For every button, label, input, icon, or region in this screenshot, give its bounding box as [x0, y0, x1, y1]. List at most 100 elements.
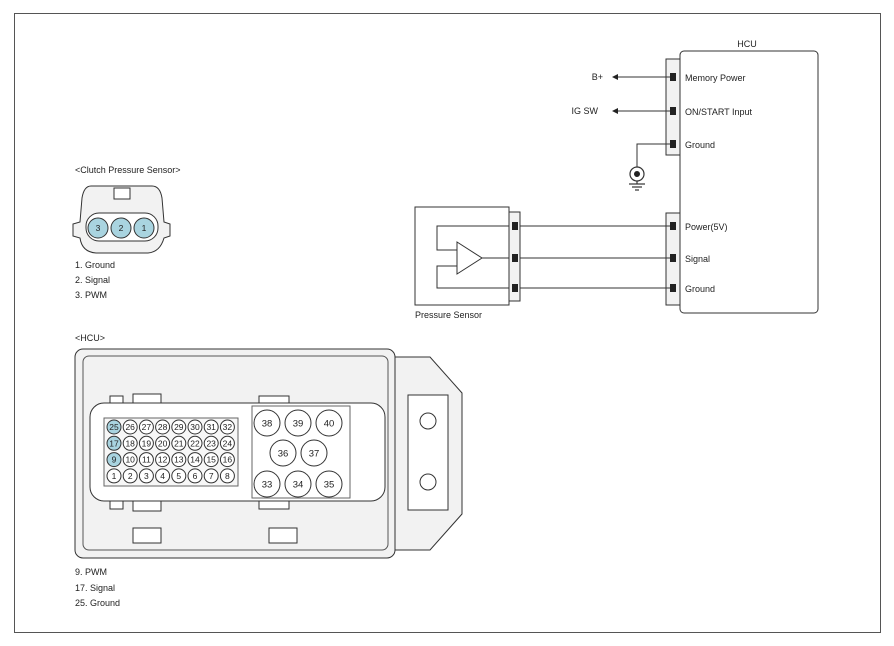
clutch-pin	[110, 217, 132, 239]
housing-rib	[82, 355, 389, 551]
hcu-pin-35	[315, 470, 343, 498]
hcu-pin-marker	[670, 284, 676, 292]
ground-icon	[629, 166, 645, 191]
hcu-mount-plate	[407, 394, 449, 511]
hcu-pin-label-17: 17	[109, 438, 119, 448]
hcu-pin-ground-2: Ground	[685, 284, 715, 294]
hcu-pin-label-21: 21	[174, 438, 184, 448]
hcu-pin-label-24: 24	[223, 438, 233, 448]
hcu-pin-label-7: 7	[209, 471, 214, 481]
hcu-pin-label-20: 20	[158, 438, 168, 448]
hcu-pin-label-9: 9	[112, 455, 117, 465]
sensor-internal-wire	[436, 225, 509, 251]
hcu-schematic: HCU Memory Power ON/START Input Ground P…	[518, 39, 819, 314]
hcu-pin-label-11: 11	[142, 455, 151, 465]
hcu-pin-on-start-input: ON/START Input	[685, 107, 753, 117]
hcu-pin-label-22: 22	[190, 438, 200, 448]
hcu-pin-37	[300, 439, 328, 467]
igsw-label: IG SW	[572, 106, 599, 116]
hcu-pin-11	[138, 452, 154, 468]
hcu-pin-label-18: 18	[125, 438, 135, 448]
hcu-box	[679, 50, 819, 314]
hcu-pin-label-2: 2	[128, 471, 133, 481]
hcu-pin-label-6: 6	[193, 471, 198, 481]
hcu-pin-label-3: 3	[144, 471, 149, 481]
hcu-pin-14	[187, 452, 203, 468]
pressure-sensor-label: Pressure Sensor	[415, 310, 482, 320]
hcu-pin-13	[171, 452, 187, 468]
hcu-pin-39	[284, 409, 312, 437]
hcu-pin-label-26: 26	[125, 422, 135, 432]
hcu-pin-40	[315, 409, 343, 437]
hcu-pin-18	[122, 435, 138, 451]
hcu-pin-ground: Ground	[685, 140, 715, 150]
hcu-pin-16	[219, 452, 235, 468]
hcu-legend-2: 17. Signal	[75, 583, 115, 593]
bottom-tab	[132, 499, 162, 512]
hcu-pin-label-31: 31	[206, 422, 216, 432]
hcu-pin-20	[155, 435, 171, 451]
hcu-pin-marker	[670, 254, 676, 262]
hcu-pin-label-4: 4	[160, 471, 165, 481]
hcu-pin-marker	[670, 222, 676, 230]
clutch-pin-label: 2	[119, 223, 124, 233]
hcu-pin-label-8: 8	[225, 471, 230, 481]
clutch-legend-3: 3. PWM	[75, 290, 107, 300]
hcu-pin-28	[155, 419, 171, 435]
clutch-pin-label: 3	[96, 223, 101, 233]
mount-hole	[419, 412, 437, 430]
hcu-legend-1: 9. PWM	[75, 567, 107, 577]
hcu-pin-15	[203, 452, 219, 468]
hcu-pin-marker	[670, 140, 676, 148]
hcu-pin-label-32: 32	[223, 422, 233, 432]
hcu-pin-38	[253, 409, 281, 437]
hcu-pin-7	[203, 468, 219, 484]
hcu-pin-label-5: 5	[176, 471, 181, 481]
hcu-pin-label-15: 15	[206, 455, 216, 465]
hcu-pin-5	[171, 468, 187, 484]
clutch-sensor-title: <Clutch Pressure Sensor>	[75, 165, 181, 175]
hcu-pin-21	[171, 435, 187, 451]
hcu-pin-label-36: 36	[278, 449, 289, 460]
bplus-arrow	[612, 74, 618, 80]
hcu-pin-label-27: 27	[142, 422, 152, 432]
bottom-tab	[268, 527, 298, 544]
hcu-pin-23	[203, 435, 219, 451]
hcu-pin-label-12: 12	[158, 455, 168, 465]
clutch-pin	[87, 217, 109, 239]
hcu-pin-label-35: 35	[324, 480, 335, 491]
hcu-pin-label-10: 10	[125, 455, 135, 465]
hcu-pin-signal: Signal	[685, 254, 710, 264]
hcu-pin-label-29: 29	[174, 422, 184, 432]
sensor-internal-wire	[436, 265, 509, 289]
hcu-pin-label-19: 19	[142, 438, 152, 448]
hcu-pin-32	[219, 419, 235, 435]
sensor-pin-marker	[512, 284, 518, 292]
hcu-pin-label-1: 1	[112, 471, 117, 481]
hcu-pin-label-13: 13	[174, 455, 184, 465]
hcu-pin-memory-power: Memory Power	[685, 73, 746, 83]
hcu-pin-26	[122, 419, 138, 435]
hcu-pin-36	[269, 439, 297, 467]
pressure-sensor-schematic: Pressure Sensor	[414, 206, 521, 320]
clutch-sensor-view: <Clutch Pressure Sensor> 3 2 1 1. Ground…	[72, 165, 181, 300]
ground-wire	[636, 143, 670, 167]
hcu-pin-label-37: 37	[309, 449, 320, 460]
hcu-pin-2	[122, 468, 138, 484]
hcu-pin-marker	[670, 107, 676, 115]
hcu-pin-34	[284, 470, 312, 498]
hcu-pin-label-23: 23	[206, 438, 216, 448]
hcu-pin-8	[219, 468, 235, 484]
hcu-pin-27	[138, 419, 154, 435]
clutch-legend-2: 2. Signal	[75, 275, 110, 285]
hcu-pin-label-34: 34	[293, 480, 304, 491]
hcu-pin-33	[253, 470, 281, 498]
sensor-pin-marker	[512, 254, 518, 262]
hcu-title: HCU	[737, 39, 757, 49]
hcu-pin-25	[106, 419, 122, 435]
hcu-pin-17	[106, 435, 122, 451]
bplus-label: B+	[592, 72, 603, 82]
bottom-tab	[132, 527, 162, 544]
